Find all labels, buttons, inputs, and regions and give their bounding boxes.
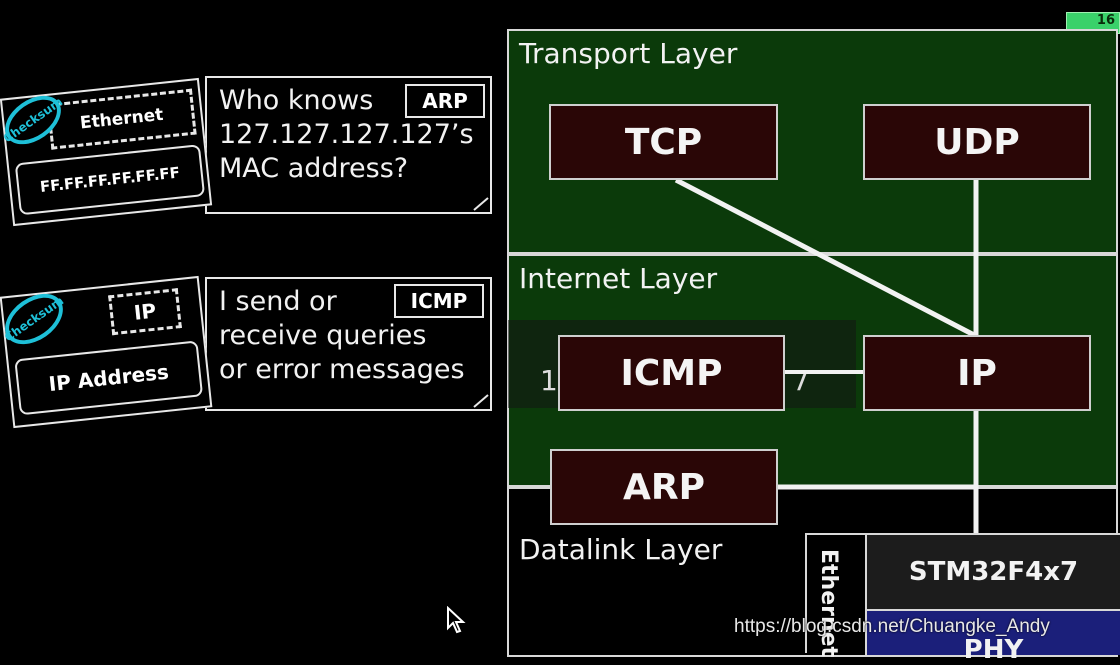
transport-layer-title: Transport Layer — [519, 37, 738, 70]
arp-protocol-tag-label: ARP — [422, 89, 468, 113]
icmp-protocol-tag-label: ICMP — [410, 289, 468, 313]
arp-message-line-1: Who knows — [219, 85, 374, 116]
datalink-layer-title: Datalink Layer — [519, 533, 723, 566]
arp-label: ARP — [623, 466, 705, 508]
overlay-glyph-right: 7 — [792, 364, 810, 397]
icmp-protocol-tag: ICMP — [394, 284, 484, 318]
ip-header-box: IP — [108, 288, 182, 336]
ip-header-label: IP — [132, 298, 158, 325]
arp-message-line-3: MAC address? — [219, 153, 409, 184]
icmp-label: ICMP — [620, 352, 723, 394]
icmp-message-line-2: receive queries — [219, 320, 427, 351]
arp-note-fold-icon — [473, 197, 489, 211]
arp-box: ARP — [550, 449, 778, 525]
mcu-box: STM32F4x7 — [867, 535, 1120, 611]
ethernet-header-label: Ethernet — [79, 104, 165, 134]
ip-address-value: IP Address — [47, 359, 170, 397]
mouse-cursor-icon — [447, 606, 466, 634]
udp-label: UDP — [934, 121, 1020, 163]
udp-box: UDP — [863, 104, 1091, 180]
icmp-message-line-1: I send or — [219, 286, 337, 317]
mcu-label: STM32F4x7 — [908, 557, 1079, 587]
slide-number: 16 — [1096, 13, 1115, 28]
ip-address-badge: IP Address — [14, 340, 204, 416]
icmp-box: ICMP — [558, 335, 785, 411]
arp-message-line-2: 127.127.127.127’s — [219, 119, 474, 150]
ip-box: IP — [863, 335, 1091, 411]
watermark: https://blog.csdn.net/Chuangke_Andy — [734, 616, 1050, 638]
ethernet-header-box: Ethernet — [46, 88, 197, 150]
internet-layer-title: Internet Layer — [519, 262, 718, 295]
ip-label: IP — [957, 352, 997, 394]
mac-address-value: FF.FF.FF.FF.FF.FF — [39, 163, 181, 197]
mac-address-badge: FF.FF.FF.FF.FF.FF — [14, 144, 206, 216]
icmp-message-line-3: or error messages — [219, 354, 465, 385]
overlay-glyph-left: 1 — [540, 364, 558, 397]
icmp-note-fold-icon — [473, 394, 489, 408]
tcp-label: TCP — [624, 121, 703, 163]
tcp-box: TCP — [549, 104, 778, 180]
watermark-text: https://blog.csdn.net/Chuangke_Andy — [734, 616, 1050, 637]
ethernet-label: Ethernet — [816, 549, 841, 658]
phy-label: PHY — [963, 635, 1024, 665]
arp-protocol-tag: ARP — [405, 84, 485, 118]
ethernet-vertical-label: Ethernet — [807, 535, 867, 658]
